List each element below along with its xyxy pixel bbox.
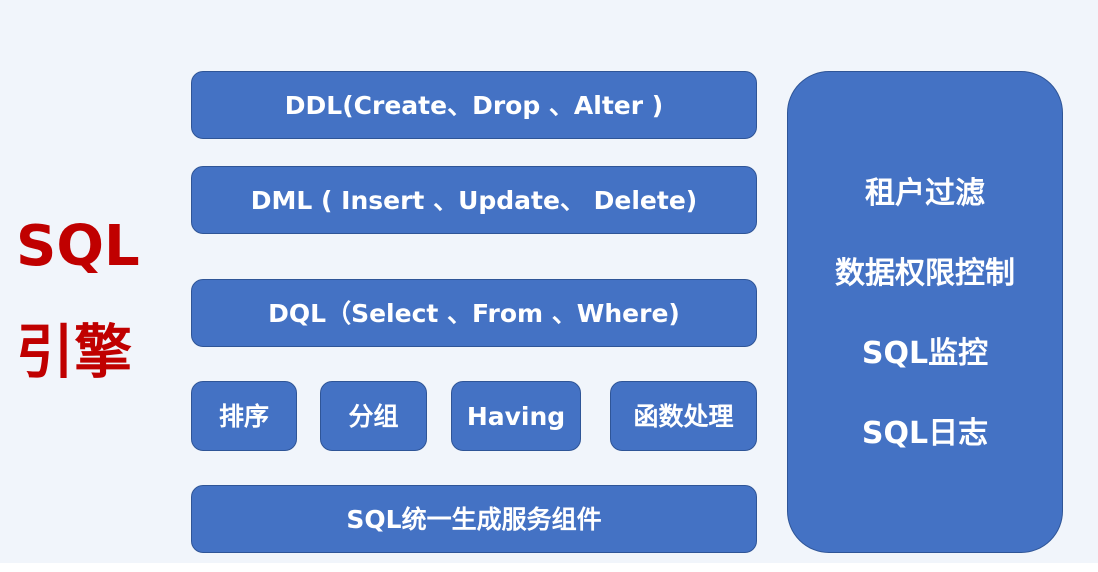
data-permission-item: 数据权限控制 <box>835 256 1015 291</box>
sql-monitor-item: SQL监控 <box>861 336 989 371</box>
cross-cutting-panel: 租户过滤 数据权限控制 SQL监控 SQL日志 <box>787 71 1063 553</box>
group-op-box: 分组 <box>320 381 427 451</box>
sql-generator-box: SQL统一生成服务组件 <box>191 485 757 553</box>
ddl-layer-box: DDL(Create、Drop 、Alter ) <box>191 71 757 139</box>
sort-op-box: 排序 <box>191 381 297 451</box>
engine-label-engine: 引擎 <box>16 318 133 386</box>
engine-label-sql: SQL <box>16 214 140 279</box>
having-op-box: Having <box>451 381 581 451</box>
dml-layer-box: DML ( Insert 、Update、 Delete) <box>191 166 757 234</box>
sql-log-item: SQL日志 <box>861 416 989 451</box>
function-op-box: 函数处理 <box>610 381 757 451</box>
tenant-filter-item: 租户过滤 <box>865 176 985 211</box>
dql-layer-box: DQL（Select 、From 、Where) <box>191 279 757 347</box>
